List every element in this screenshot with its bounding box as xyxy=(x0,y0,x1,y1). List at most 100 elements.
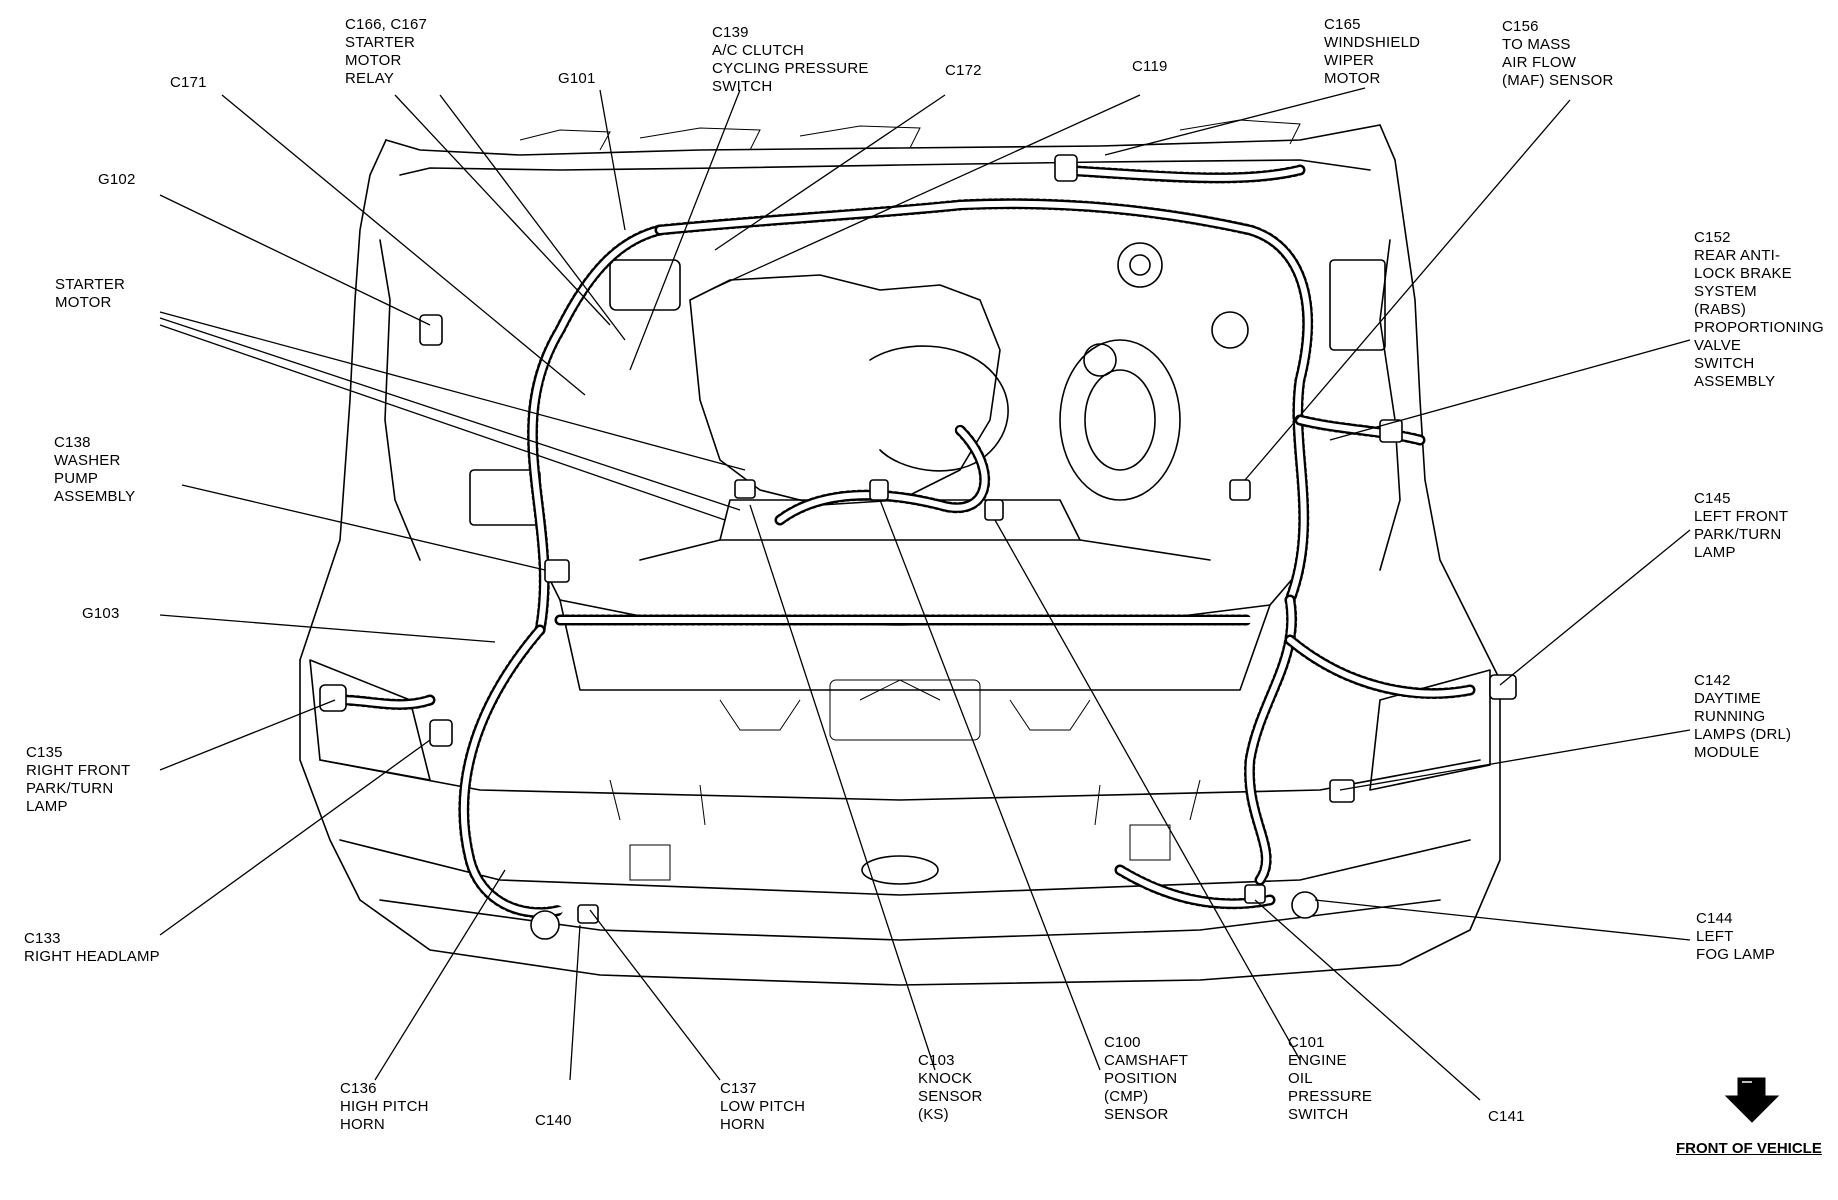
label-line: SYSTEM xyxy=(1694,283,1757,300)
label-line: C100 xyxy=(1104,1034,1141,1051)
label-line: C144 xyxy=(1696,910,1733,927)
label-line: SENSOR xyxy=(1104,1106,1169,1123)
label-line: C145 xyxy=(1694,490,1731,507)
label-g103: G103 xyxy=(82,605,120,623)
label-line: G103 xyxy=(82,605,120,622)
label-line: RIGHT HEADLAMP xyxy=(24,948,160,965)
label-line: C139 xyxy=(712,24,749,41)
label-line: PROPORTIONING xyxy=(1694,319,1824,336)
label-line: C152 xyxy=(1694,229,1731,246)
label-line: ENGINE xyxy=(1288,1052,1347,1069)
label-line: SWITCH xyxy=(1694,355,1755,372)
label-line: REAR ANTI- xyxy=(1694,247,1781,264)
connectors xyxy=(319,154,1517,940)
label-line: WIPER xyxy=(1324,52,1375,69)
label-line: (RABS) xyxy=(1694,301,1747,318)
front-of-vehicle-label: FRONT OF VEHICLE xyxy=(1676,1140,1822,1157)
wiring-harness xyxy=(334,164,1476,919)
down-arrow-icon xyxy=(1724,1077,1780,1123)
label-line: C101 xyxy=(1288,1034,1325,1051)
label-line: MOTOR xyxy=(1324,70,1381,87)
label-line: C138 xyxy=(54,434,91,451)
label-line: PUMP xyxy=(54,470,99,487)
label-line: HIGH PITCH xyxy=(340,1098,429,1115)
label-c140: C140 xyxy=(535,1112,572,1130)
label-line: LOCK BRAKE xyxy=(1694,265,1792,282)
label-line: WASHER xyxy=(54,452,121,469)
label-c171: C171 xyxy=(170,74,207,92)
label-line: C165 xyxy=(1324,16,1361,33)
label-line: PARK/TURN xyxy=(26,780,114,797)
label-line: POSITION xyxy=(1104,1070,1178,1087)
label-line: LAMPS (DRL) xyxy=(1694,726,1792,743)
label-line: VALVE xyxy=(1694,337,1742,354)
label-line: MODULE xyxy=(1694,744,1760,761)
label-line: (MAF) SENSOR xyxy=(1502,72,1614,89)
label-line: STARTER xyxy=(55,276,126,293)
label-line: G102 xyxy=(98,171,136,188)
label-line: TO MASS xyxy=(1502,36,1571,53)
label-line: C136 xyxy=(340,1080,377,1097)
label-c119: C119 xyxy=(1132,58,1168,76)
label-line: PRESSURE xyxy=(1288,1088,1373,1105)
label-line: RUNNING xyxy=(1694,708,1766,725)
label-line: C141 xyxy=(1488,1108,1525,1125)
label-line: AIR FLOW xyxy=(1502,54,1577,71)
label-line: LEFT FRONT xyxy=(1694,508,1789,525)
label-line: ASSEMBLY xyxy=(54,488,136,505)
label-line: WINDSHIELD xyxy=(1324,34,1421,51)
label-g101: G101 xyxy=(558,70,596,88)
label-line: C137 xyxy=(720,1080,757,1097)
label-line: LAMP xyxy=(26,798,68,815)
label-line: RIGHT FRONT xyxy=(26,762,131,779)
label-line: CYCLING PRESSURE xyxy=(712,60,869,77)
label-line: C119 xyxy=(1132,58,1168,75)
label-line: HORN xyxy=(720,1116,765,1133)
label-line: C135 xyxy=(26,744,63,761)
label-line: ASSEMBLY xyxy=(1694,373,1776,390)
label-line: FOG LAMP xyxy=(1696,946,1776,963)
label-line: C171 xyxy=(170,74,207,91)
label-line: SENSOR xyxy=(918,1088,983,1105)
label-line: STARTER xyxy=(345,34,416,51)
label-line: (KS) xyxy=(918,1106,949,1123)
label-line: MOTOR xyxy=(345,52,402,69)
label-line: LAMP xyxy=(1694,544,1736,561)
label-line: SWITCH xyxy=(1288,1106,1349,1123)
label-line: C172 xyxy=(945,62,982,79)
label-line: LOW PITCH xyxy=(720,1098,806,1115)
label-line: KNOCK xyxy=(918,1070,973,1087)
label-line: C156 xyxy=(1502,18,1539,35)
label-line: C166, C167 xyxy=(345,16,428,33)
leader-lines xyxy=(159,87,1691,1101)
label-line: C142 xyxy=(1694,672,1731,689)
label-line: (CMP) xyxy=(1104,1088,1149,1105)
label-line: CAMSHAFT xyxy=(1104,1052,1189,1069)
label-line: C133 xyxy=(24,930,61,947)
label-line: C103 xyxy=(918,1052,955,1069)
label-line: G101 xyxy=(558,70,596,87)
label-c141: C141 xyxy=(1488,1108,1525,1126)
label-line: HORN xyxy=(340,1116,385,1133)
label-line: A/C CLUTCH xyxy=(712,42,805,59)
label-c172: C172 xyxy=(945,62,982,80)
label-line: C140 xyxy=(535,1112,572,1129)
label-line: OIL xyxy=(1288,1070,1313,1087)
label-line: DAYTIME xyxy=(1694,690,1761,707)
